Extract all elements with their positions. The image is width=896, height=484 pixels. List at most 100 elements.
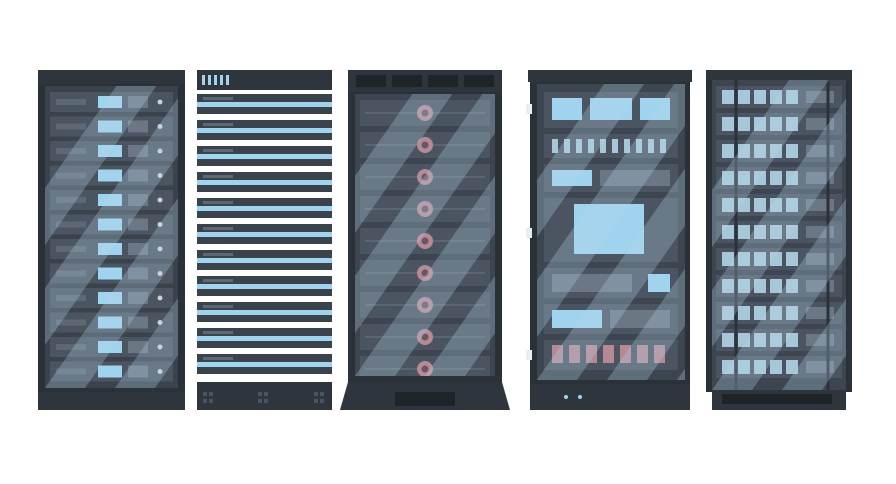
blade-light-strip [197, 284, 332, 289]
blade-light-strip [197, 180, 332, 185]
status-panel [98, 145, 122, 157]
drive-slot [738, 252, 750, 266]
vent-slot [56, 148, 86, 154]
rack-3-circular-drives [340, 70, 510, 410]
drive-slot [770, 171, 782, 185]
drive-slot [754, 171, 766, 185]
drive-bay [128, 292, 148, 304]
rack-2-base-vents [203, 392, 324, 403]
drive-slot [754, 252, 766, 266]
drive-slot [786, 279, 798, 293]
display-screen [552, 98, 582, 120]
drive-slot [754, 360, 766, 374]
drive-slot [770, 306, 782, 320]
battery-cell [603, 345, 614, 363]
drive-slot [738, 225, 750, 239]
battery-cell [569, 345, 580, 363]
power-led [157, 148, 163, 154]
drive-bay [128, 267, 148, 280]
battery-cell [637, 345, 648, 363]
power-led [157, 295, 163, 301]
blade-label [203, 227, 233, 230]
disk-hub [421, 141, 429, 149]
vent-slot [56, 99, 86, 105]
drive-slot [754, 117, 766, 131]
drive-bay [128, 194, 148, 206]
drive-slot [738, 117, 750, 131]
status-panel [98, 169, 122, 182]
power-led [157, 197, 163, 203]
blade-light-strip [197, 310, 332, 315]
status-panel [98, 365, 122, 378]
terminal-screen [574, 204, 644, 254]
disk-hub [421, 109, 429, 117]
status-panel [98, 267, 122, 280]
blade-label [203, 149, 233, 152]
drive-slot [786, 117, 798, 131]
drive-slot [786, 90, 798, 104]
drive-slot [738, 90, 750, 104]
base-vents [722, 394, 832, 404]
power-led [157, 271, 163, 276]
drive-slot [786, 360, 798, 374]
drive-slot [754, 144, 766, 158]
disk-hub [421, 269, 429, 277]
drive-bay [128, 341, 148, 353]
drive-slot [770, 225, 782, 239]
drive-slot [738, 279, 750, 293]
status-panel [98, 194, 122, 206]
blade-label [203, 97, 233, 100]
graph-screen [640, 98, 670, 120]
drive-slot [786, 252, 798, 266]
display-screen [590, 98, 632, 120]
power-led [157, 173, 163, 178]
status-panel [98, 292, 122, 304]
disk-hub [421, 237, 429, 245]
drive-bay [128, 316, 148, 329]
power-led [157, 344, 163, 350]
drive-slot [738, 198, 750, 212]
vent-slot [56, 123, 86, 130]
disk-hub [421, 301, 429, 309]
drive-slot [722, 306, 734, 320]
blade-light-strip [197, 154, 332, 159]
drive-slot [770, 333, 782, 347]
port [636, 139, 642, 153]
disk-hub [421, 365, 429, 373]
status-panel [98, 243, 122, 255]
drive-slot [754, 306, 766, 320]
drive-slot [770, 252, 782, 266]
drive-slot [770, 90, 782, 104]
port [552, 139, 558, 153]
status-panel [98, 341, 122, 353]
port [588, 139, 594, 153]
power-led [157, 320, 163, 325]
drive-slot [786, 198, 798, 212]
drive-bay [128, 243, 148, 255]
rack-2-open-blades [197, 70, 332, 410]
drive-bay [600, 170, 670, 186]
drive-slot [722, 171, 734, 185]
drive-slot [754, 198, 766, 212]
glass-reflection [45, 86, 178, 388]
drive-bay [128, 218, 148, 231]
battery-cell [552, 345, 563, 363]
drive-bay [128, 96, 148, 108]
control-panel [806, 307, 834, 319]
drive-slot [770, 360, 782, 374]
drive-slot [738, 144, 750, 158]
drive-bay [610, 310, 670, 328]
blade-label [203, 123, 233, 126]
drive-slot [722, 225, 734, 239]
drive-slot [722, 360, 734, 374]
power-led [157, 99, 163, 105]
drive-slot [722, 279, 734, 293]
drive-slot [738, 360, 750, 374]
drive-bay [128, 120, 148, 133]
blade-label [203, 357, 233, 360]
vent-slot [56, 221, 86, 228]
rack-5-drive-bays [706, 70, 852, 410]
blade-label [203, 331, 233, 334]
port [564, 139, 570, 153]
drive-slot [786, 333, 798, 347]
